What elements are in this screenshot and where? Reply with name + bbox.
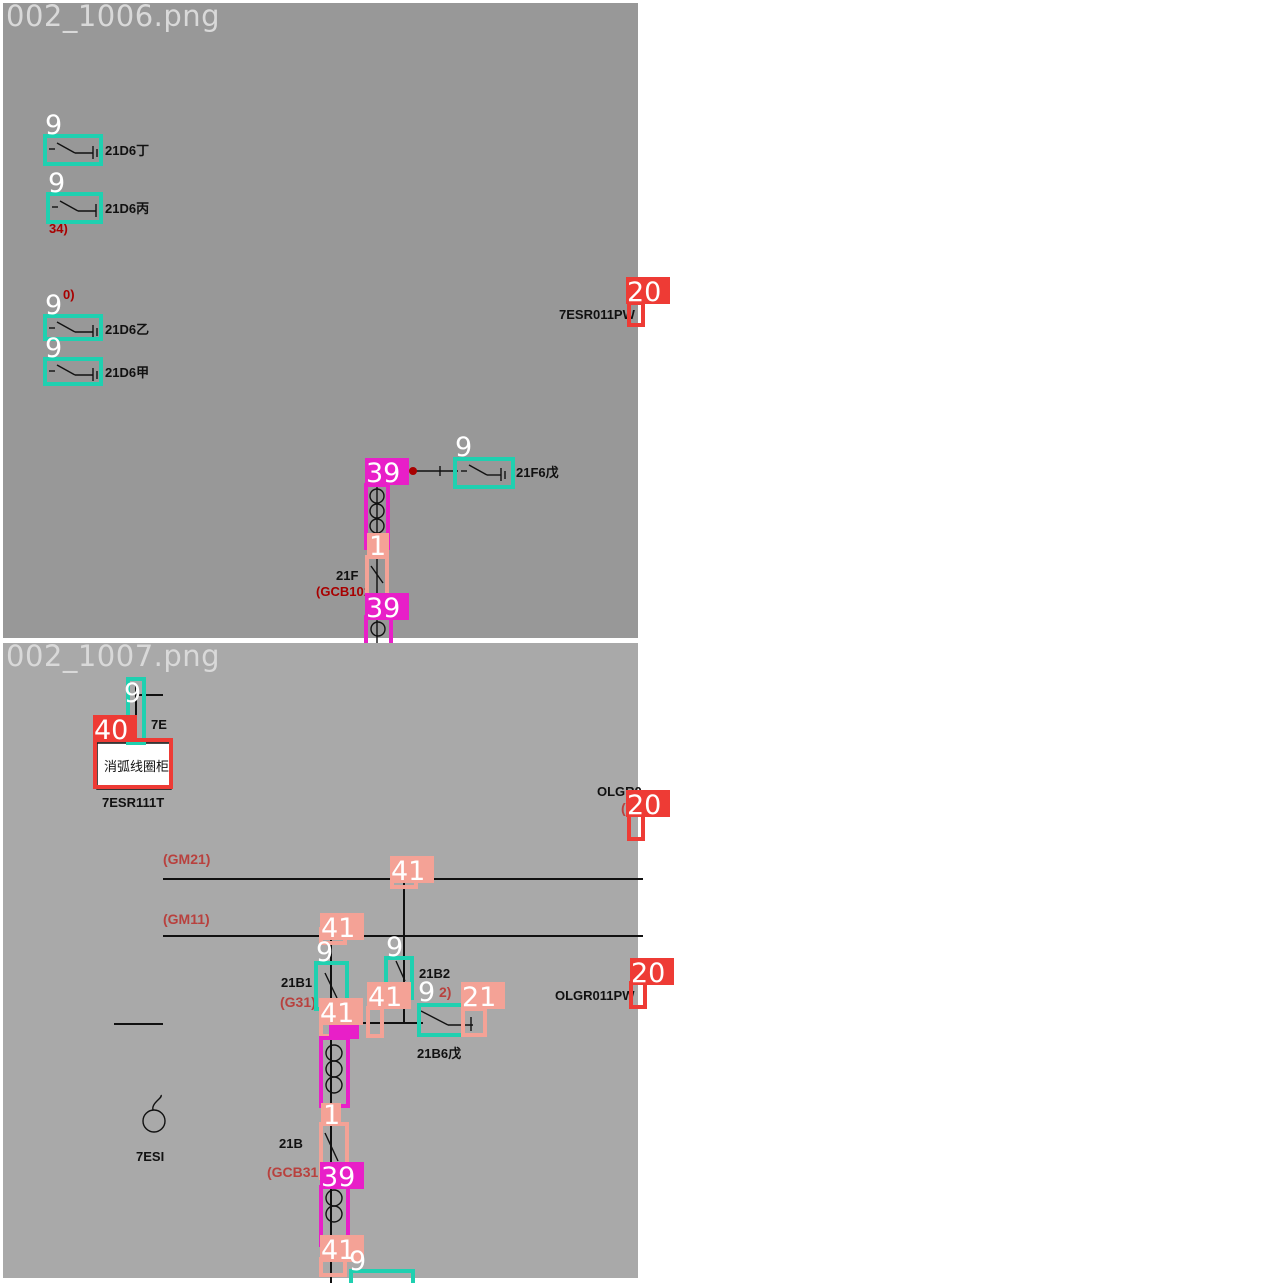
label-21d6-bing: 21D6丙 — [105, 201, 149, 216]
label-partial-red-2: 0) — [63, 287, 75, 302]
bbox-9 — [453, 457, 515, 489]
tag-41: 41 — [368, 982, 402, 1013]
tag-21: 21 — [462, 982, 496, 1013]
tag-9: 9 — [386, 932, 403, 963]
diagram-bottom: 消弧线圈柜 7ESR111T 7E (GM21) (GM11) OLGR0 ( … — [93, 677, 674, 1283]
tag-9: 9 — [316, 937, 333, 968]
tag-20: 20 — [631, 958, 665, 989]
bbox-9 — [43, 314, 103, 341]
tag-bg-41 — [319, 998, 363, 1025]
tags-top: 9 9 9 9 9 20 39 1 39 — [45, 110, 670, 624]
label-g31: (G31) — [280, 994, 316, 1010]
bbox-9 — [46, 192, 103, 224]
label-21b1: 21B1 — [281, 975, 312, 990]
tag-bg-41 — [367, 982, 411, 1009]
tag-41: 41 — [321, 913, 355, 944]
tags-bottom: 9 40 20 41 41 9 9 20 41 9 21 41 39 1 39 — [93, 678, 674, 1277]
label-21f: 21F — [336, 568, 358, 583]
red-dot — [409, 467, 417, 475]
image-panel-bottom: 消弧线圈柜 7ESR111T 7E (GM21) (GM11) OLGR0 ( … — [3, 639, 674, 1283]
label-21b2: 21B2 — [419, 966, 450, 981]
label-cabinet: 消弧线圈柜 — [104, 759, 169, 774]
label-21d6-ding: 21D6丁 — [105, 143, 149, 158]
tag-40: 40 — [94, 715, 128, 746]
tag-9: 9 — [455, 432, 472, 463]
tag-bg-41 — [390, 856, 434, 883]
label-7esi-partial: 7ESI — [136, 1149, 164, 1164]
label-21d6-yi: 21D6乙 — [105, 322, 149, 337]
tag-bg-40 — [93, 715, 137, 742]
bbox-9 — [349, 1269, 415, 1283]
tag-20: 20 — [627, 790, 661, 821]
label-7e-partial: 7E — [151, 717, 167, 732]
tag-bg-39 — [320, 1162, 364, 1189]
tag-9: 9 — [45, 290, 62, 321]
bbox-9 — [43, 134, 103, 166]
tag-bg-41 — [320, 913, 364, 940]
filename-label: 002_1007.png — [6, 639, 221, 673]
switch-symbols-bottom — [142, 960, 473, 1223]
label-7esr011pw: 7ESR011PW — [559, 307, 636, 322]
tag-bg-20 — [630, 958, 674, 985]
tag-9: 9 — [418, 977, 435, 1008]
switch-symbols-top — [49, 142, 506, 643]
filename-label: 002_1006.png — [6, 0, 221, 33]
label-21d6-jia: 21D6甲 — [105, 365, 149, 380]
label-olgr011pw: OLGR011PW — [555, 988, 635, 1003]
tag-bg-1 — [367, 533, 389, 557]
tag-1: 1 — [369, 531, 386, 562]
tag-9: 9 — [45, 333, 62, 364]
tag-1: 1 — [323, 1100, 340, 1131]
tag-bg-20 — [626, 277, 670, 304]
tag-bg-39 — [365, 458, 409, 485]
tag-bg-1 — [321, 1103, 341, 1125]
tag-bg-39 — [329, 1025, 359, 1039]
bbox-9 — [43, 357, 103, 386]
label-21b: 21B — [279, 1136, 303, 1151]
image-panel-top: 21D6丁 21D6丙 34) 0) 21D6乙 21D6甲 7ESR011PW… — [3, 0, 670, 649]
label-partial-red-1: 34) — [49, 221, 68, 236]
label-olgr-top-sub: ( — [621, 800, 626, 816]
tag-41: 41 — [321, 1235, 355, 1266]
tag-39: 39 — [321, 1162, 355, 1193]
tag-bg-41 — [320, 1235, 364, 1262]
tag-39: 39 — [366, 593, 400, 624]
annotation-boxes-bottom — [93, 677, 647, 1283]
label-gcb101: (GCB101 — [316, 584, 371, 599]
tag-bg-39 — [365, 593, 409, 620]
tag-9: 9 — [124, 678, 141, 709]
tag-9: 9 — [48, 168, 65, 199]
bbox-9 — [126, 677, 146, 745]
label-gm21: (GM21) — [163, 851, 210, 867]
label-21f6-wu: 21F6戊 — [516, 465, 559, 480]
tag-41: 41 — [320, 998, 354, 1029]
tag-9: 9 — [45, 110, 62, 141]
tag-39: 39 — [366, 458, 400, 489]
tag-bg-21 — [461, 982, 505, 1009]
label-gm11: (GM11) — [163, 911, 210, 927]
bbox-39 — [319, 1036, 350, 1108]
tag-20: 20 — [627, 277, 661, 308]
diagram-top: 21D6丁 21D6丙 34) 0) 21D6乙 21D6甲 7ESR011PW… — [43, 110, 670, 649]
label-21b6-wu: 21B6戊 — [417, 1046, 461, 1061]
label-21b2-code: 2) — [439, 984, 451, 1000]
tag-9: 9 — [349, 1246, 366, 1277]
tag-bg-20 — [626, 790, 670, 817]
tag-41: 41 — [391, 856, 425, 887]
label-gcb31: (GCB31 — [267, 1164, 319, 1180]
label-7esr111t: 7ESR111T — [102, 795, 164, 810]
